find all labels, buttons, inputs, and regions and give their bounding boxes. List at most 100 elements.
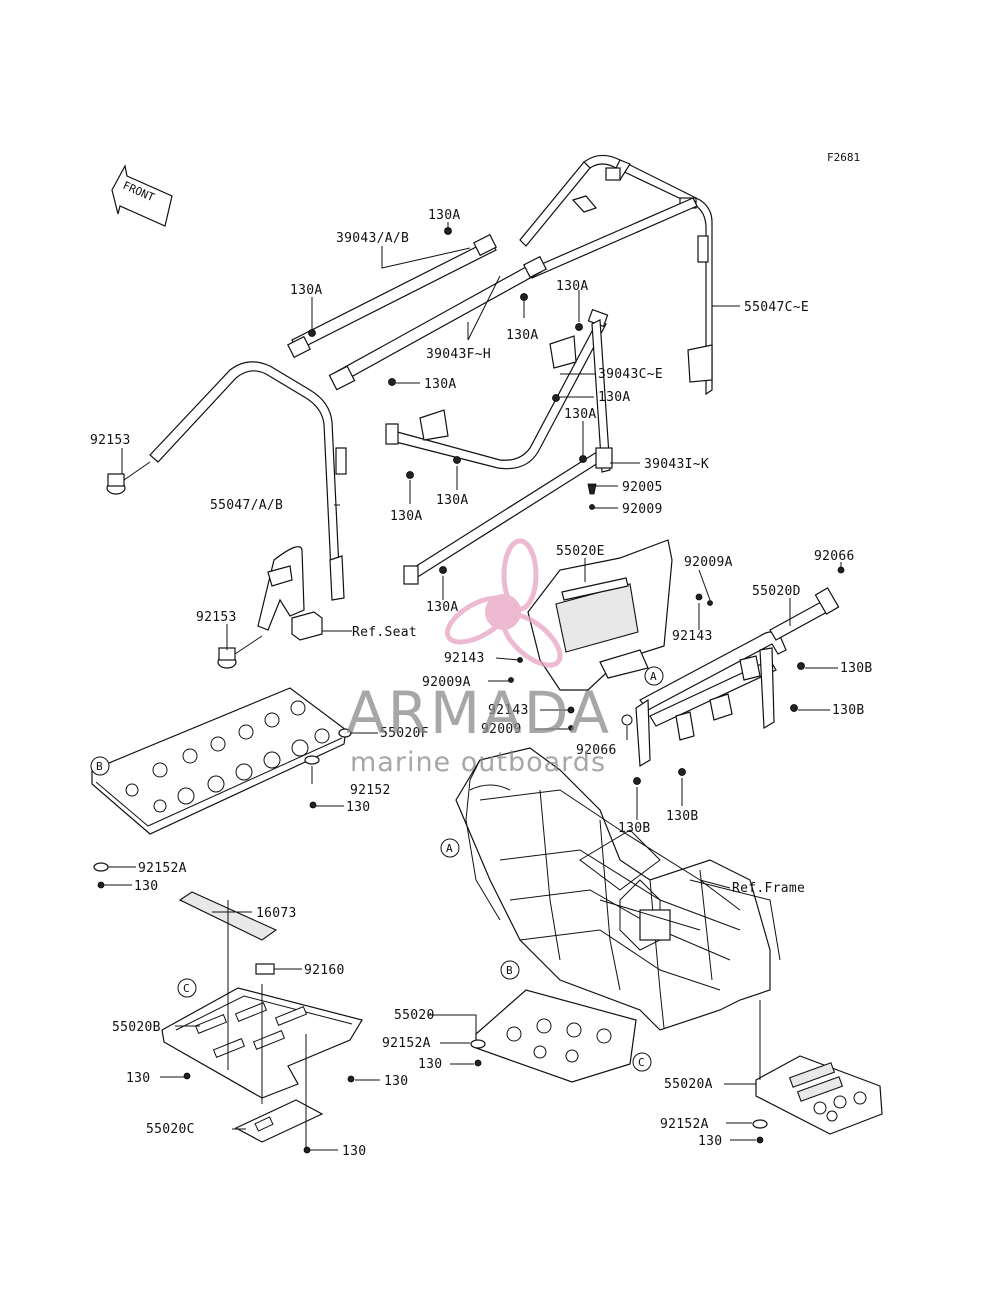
callout-130a: 130A: [428, 208, 461, 223]
bolt-130a-2: [308, 329, 316, 337]
bolt-130a-7: [579, 455, 587, 463]
callout-130a: 130A: [424, 377, 457, 392]
callout-39043i-k: 39043I~K: [644, 457, 709, 472]
frame-55020d: [508, 566, 845, 785]
callout-130a: 130A: [506, 328, 539, 343]
bolt-92009a-1: [707, 600, 713, 606]
callout-92152a: 92152A: [660, 1117, 709, 1132]
bolt-92009: [589, 504, 595, 510]
grommet-92066-2: [621, 714, 633, 726]
ref-c-right: C: [638, 1056, 645, 1069]
callout-92153: 92153: [90, 433, 131, 448]
bolt-92153-2: [217, 647, 237, 669]
bolt-92153-1: [106, 473, 126, 495]
callout-39043c-e: 39043C~E: [598, 367, 663, 382]
callout-92009a: 92009A: [684, 555, 733, 570]
callout-92005: 92005: [622, 480, 663, 495]
callout-130: 130: [346, 800, 370, 815]
callout-92009: 92009: [481, 722, 522, 737]
callout-92153: 92153: [196, 610, 237, 625]
callout-92066: 92066: [576, 743, 617, 758]
callout-130: 130: [126, 1071, 150, 1086]
callout-55020d: 55020D: [752, 584, 801, 599]
callout-55020b: 55020B: [112, 1020, 161, 1035]
watermark-brand: ARMADA: [346, 679, 611, 747]
bolt-130a-10: [439, 566, 447, 574]
callout-55047c-e: 55047C~E: [744, 300, 809, 315]
callout-130: 130: [342, 1144, 366, 1159]
bolt-130-5: [303, 1146, 311, 1154]
bolt-130a-5: [388, 378, 396, 386]
callout-92143: 92143: [672, 629, 713, 644]
lower-right-parts: [470, 989, 883, 1144]
callout-92143: 92143: [444, 651, 485, 666]
cage-fasteners: [106, 227, 597, 669]
callout-16073: 16073: [256, 906, 297, 921]
callout-92152: 92152: [350, 783, 391, 798]
grommet-92160: [255, 963, 275, 975]
bolt-92143-1: [695, 593, 703, 601]
callout-130a: 130A: [564, 407, 597, 422]
callout-55020e: 55020E: [556, 544, 605, 559]
skid-plate-55020c: [234, 1099, 324, 1143]
ref-a-circle-left: [440, 838, 460, 858]
bolt-130-4: [347, 1075, 355, 1083]
callout-130a: 130A: [290, 283, 323, 298]
bolt-130b-2: [790, 704, 798, 712]
bolt-130-2: [97, 881, 105, 889]
callout-55047-a-b: 55047/A/B: [210, 498, 283, 513]
bolt-130b-3: [633, 777, 641, 785]
ref-c-left: C: [183, 982, 190, 995]
grommet-92152a-1: [93, 862, 109, 872]
bolt-130a-4: [575, 323, 583, 331]
ref-a-circle-right: [644, 666, 664, 686]
callout-ref-seat: Ref.Seat: [352, 625, 417, 640]
bolt-130b-1: [797, 662, 805, 670]
watermark: ARMADA marine outboards: [346, 538, 611, 778]
callout-130a: 130A: [436, 493, 469, 508]
bolt-130a-8: [453, 456, 461, 464]
callout-130: 130: [698, 1134, 722, 1149]
bolt-130-6: [474, 1059, 482, 1067]
callout-55020: 55020: [394, 1008, 435, 1023]
main-frame: [455, 747, 781, 1031]
ref-a-left: A: [446, 842, 453, 855]
callout-92160: 92160: [304, 963, 345, 978]
leader-lines: [104, 222, 842, 1151]
callout-39043-a-b: 39043/A/B: [336, 231, 409, 246]
ref-circles: A A B B C: [90, 666, 664, 1072]
callout-130a: 130A: [390, 509, 423, 524]
ref-b-circle-left: [90, 756, 110, 776]
callout-92152a: 92152A: [382, 1036, 431, 1051]
callout-130: 130: [384, 1074, 408, 1089]
callout-130: 130: [418, 1057, 442, 1072]
figure-code: F2681: [827, 151, 860, 164]
skid-plate-55020: [475, 989, 637, 1083]
ref-b-left: B: [96, 760, 103, 773]
callout-92009: 92009: [622, 502, 663, 517]
watermark-tagline: marine outboards: [350, 747, 606, 778]
callout-130b: 130B: [832, 703, 865, 718]
callout-92152a: 92152A: [138, 861, 187, 876]
ref-c-circle-right: [632, 1052, 652, 1072]
skid-plate-55020f: [91, 687, 352, 889]
callout-92143: 92143: [488, 703, 529, 718]
ref-c-circle-left: [177, 978, 197, 998]
bolt-130a-6: [552, 394, 560, 402]
callout-130a: 130A: [598, 390, 631, 405]
bolt-130a-9: [406, 471, 414, 479]
ref-b-right: B: [506, 964, 513, 977]
callout-labels: 130A 39043/A/B 130A 130A 55047C~E 130A 3…: [90, 208, 872, 1159]
front-arrow-icon: FRONT: [111, 164, 173, 227]
propeller-logo-icon: [444, 538, 563, 668]
grommet-92152a-2: [470, 1039, 486, 1049]
ref-a-right: A: [650, 670, 657, 683]
bolt-130-7: [756, 1136, 764, 1144]
bolt-130a-1: [444, 227, 452, 235]
callout-55020c: 55020C: [146, 1122, 195, 1137]
callout-130a: 130A: [556, 279, 589, 294]
callout-130a: 130A: [426, 600, 459, 615]
bolt-130-3: [183, 1072, 191, 1080]
bolt-130b-4: [678, 768, 686, 776]
